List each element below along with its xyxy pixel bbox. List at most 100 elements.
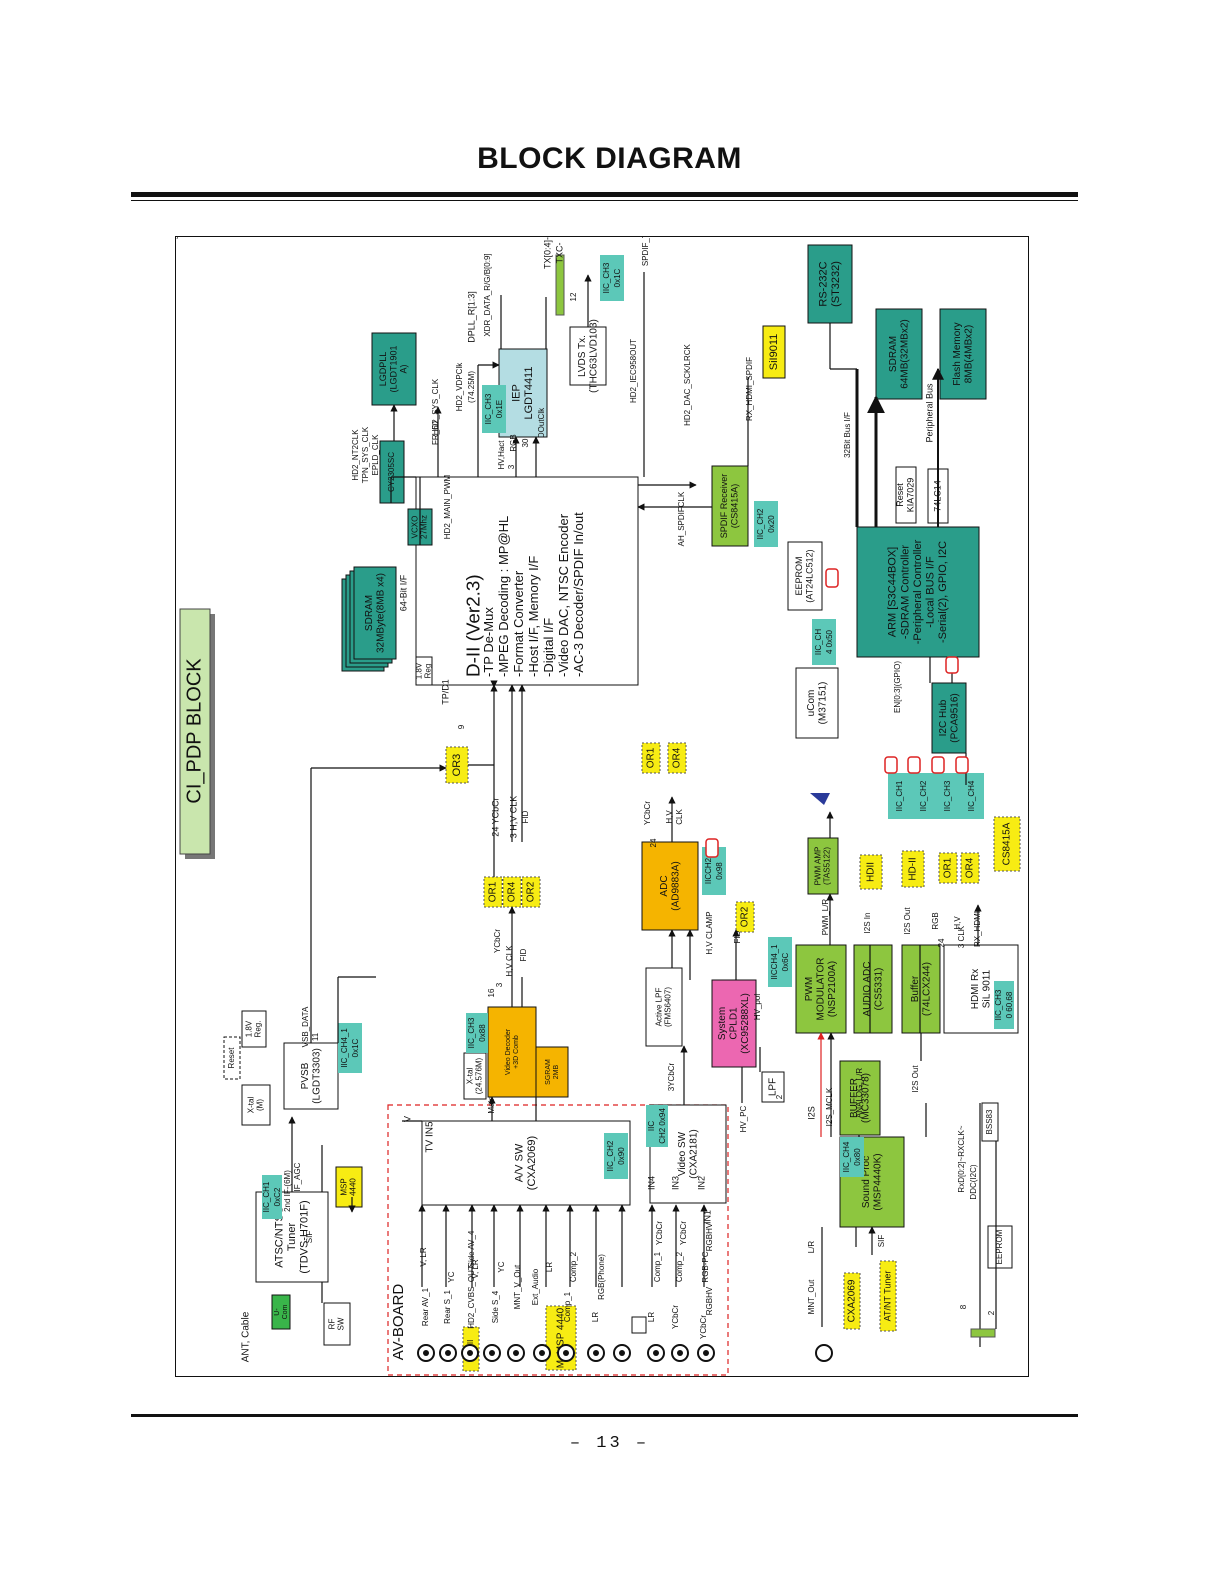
signal-label: YCbCr [493, 929, 502, 953]
signal-label: H,V CLK [505, 945, 514, 977]
signal-label: TV IN5 [425, 1121, 436, 1153]
signal-label: 2 [775, 1094, 784, 1099]
signal-label: YC [497, 1261, 506, 1272]
signal-label: Main [487, 1096, 496, 1113]
iic-tag-text: IIC_CH4 [967, 780, 976, 811]
signal-label: I2S Out [911, 1065, 920, 1093]
block-active-lpf-text: (FMS6407) [664, 987, 673, 1027]
block-arm-text: -Local BUS I/F [925, 556, 937, 628]
page-title: BLOCK DIAGRAM [477, 142, 742, 175]
signal-label: YCbCr [671, 1305, 680, 1329]
block-iep-text: LGDT4411 [523, 367, 535, 420]
lvds-connector-icon [555, 254, 565, 316]
block-cy2305: CY2305SC [379, 440, 405, 504]
iic-tag-text: 0x98 [715, 862, 724, 880]
signal-label: HD2_NT2CLK [351, 429, 360, 481]
jack-icon [653, 1350, 659, 1356]
signal-label: IN2 [696, 1176, 706, 1190]
block-arm-text: -SDRAM Controller [899, 545, 911, 639]
signal-label: CLK [675, 809, 684, 825]
tag-or1c: OR1 [938, 852, 958, 884]
block-sound-proc-text: Sound Proc [861, 1156, 872, 1208]
block-msp4440-text: MSP [340, 1178, 349, 1195]
block-lvds: LVDS Tx.(THC63LVD103) [569, 319, 607, 393]
tag-atnt: AT/NT Tuner [879, 1260, 897, 1332]
block-buffer-74: Buffer(74LCX244) [901, 944, 941, 1034]
iic-tag-text: IIC_CH3 [994, 989, 1003, 1020]
signal-label: MNT_V_Out [513, 1264, 522, 1309]
tag-cs8415a: CS8415A [993, 816, 1021, 872]
signal-label: Ext_Audio [531, 1268, 540, 1305]
block-spdif-rx-text: SPDIF Receiver [719, 474, 729, 539]
block-hdmi-rx-text: SiL 9011 [981, 969, 992, 1008]
block-reset-kia-text: KIA7029 [906, 478, 916, 513]
signal-label: ANT, Cable [241, 1311, 252, 1362]
block-reg18b-text: 1.8V [415, 662, 424, 679]
signal-label: 3 CLK [957, 925, 966, 948]
jack-icon [593, 1350, 599, 1356]
block-eeprom-hdmi: EEPROM [987, 1225, 1013, 1269]
jack-icon [445, 1350, 451, 1356]
iic-tag-text: IIC_CH2 [606, 1140, 615, 1171]
tag-or1a-text: OR1 [488, 881, 499, 902]
signal-label: 5 [176, 237, 180, 239]
iic-tag-text: IICCH2 [704, 857, 713, 884]
block-lpf-text: LPF [768, 1078, 779, 1096]
top-rule-thin [131, 200, 1078, 201]
block-hdmi-rx-text: HDMI Rx [970, 969, 981, 1010]
tag-or4c-text: OR4 [965, 857, 976, 878]
signal-label: FID [519, 948, 528, 961]
signal-label: HD2_DAC_SCK/LRCK [683, 343, 692, 425]
signal-label: Comp_2 [569, 1251, 578, 1282]
block-xtal-m: X-tal(M) [241, 1084, 271, 1126]
block-buffer-74-text: Buffer [910, 975, 921, 1002]
iic-tag-text: IIC_CH1 [262, 1181, 271, 1212]
block-audio-adc-text: AUDIO ADC [862, 961, 873, 1016]
tag-or4a-text: OR4 [507, 881, 518, 902]
iic-tag-text: IIC_CH3 [484, 393, 493, 424]
block-pvsb-text: PVSB [300, 1062, 311, 1089]
iic-tag-text: IIC_CH4 [842, 1141, 851, 1172]
tag-or4c: OR4 [960, 852, 980, 884]
signal-label: FID [521, 810, 530, 823]
block-lpf: LPF [761, 1071, 785, 1103]
block-buffer-mc-text: BUFFER [849, 1078, 860, 1118]
block-adc-text: ADC [659, 875, 670, 896]
signal-label: 64-Bit I/F [398, 574, 408, 611]
block-rs232-text: (ST3232) [830, 261, 842, 307]
block-pwm-mod-text: MODULATOR [816, 958, 827, 1021]
tag-or1b: OR1 [641, 742, 661, 774]
tag-hdii1-text: HDII [866, 862, 877, 882]
block-ucom-small: U-Com [271, 1294, 291, 1330]
block-sdram-arm-text: SDRAM [888, 336, 899, 372]
iic-tag-text: 0x80 [853, 1148, 862, 1166]
tag-cxa2069-text: CXA2069 [847, 1279, 858, 1322]
block-lvds-text: LVDS Tx. [577, 335, 588, 377]
signal-label: HD2_IEC958OUT [629, 339, 638, 403]
signal-label: HV,Hact [497, 440, 506, 470]
iic-tag-text: IIC_CH1 [895, 780, 904, 811]
signal-label: RGB [931, 912, 940, 929]
block-eeprom-arm-text: (AT24LC512) [805, 549, 815, 602]
diagram-title-text: CI_PDP BLOCK [183, 658, 205, 804]
signal-label: DOutClk [537, 407, 546, 438]
bus-arrow [931, 756, 945, 774]
block-iep-text: IEP [511, 384, 523, 402]
signal-label: IN1 [702, 1210, 712, 1224]
block-vcxo-text: 27Mhz [420, 515, 429, 539]
block-pwm-amp-text: PWM AMP [814, 847, 823, 886]
signal-label: IN3 [670, 1176, 680, 1190]
signal-label: LR [647, 1312, 656, 1322]
signal-label: XDR_DATA_R/G/B[0:9] [483, 253, 492, 336]
block-buffer-mc: BUFFER(MC33078) [839, 1060, 881, 1136]
